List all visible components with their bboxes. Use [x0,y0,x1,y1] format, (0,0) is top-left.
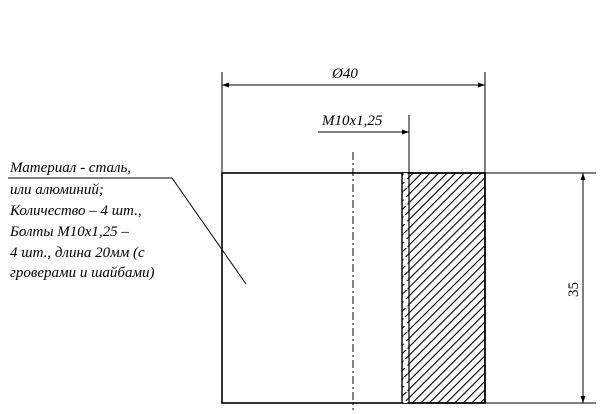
note-line-5: 4 шт., длина 20мм (с [10,245,145,261]
note-leader-diagonal [171,177,247,285]
note-line-2: или алюминий; [10,182,104,198]
hatched-section [401,172,486,404]
note-line-4: Болты M10x1,25 – [9,224,129,240]
thread-label: M10x1,25 [321,113,383,129]
material-note: Материал - сталь, или алюминий; Количест… [8,160,247,285]
height-label: 35 [566,282,582,297]
part-section [221,152,486,410]
note-line-6: гроверами и шайбами) [10,265,155,281]
diameter-label: Ø40 [331,66,358,82]
note-line-3: Количество – 4 шт., [9,203,142,219]
diameter-dimension: Ø40 [221,66,486,173]
thread-dimension: M10x1,25 [318,113,410,173]
height-dimension: 35 [485,172,596,404]
note-line-1: Материал - сталь, [9,160,131,176]
